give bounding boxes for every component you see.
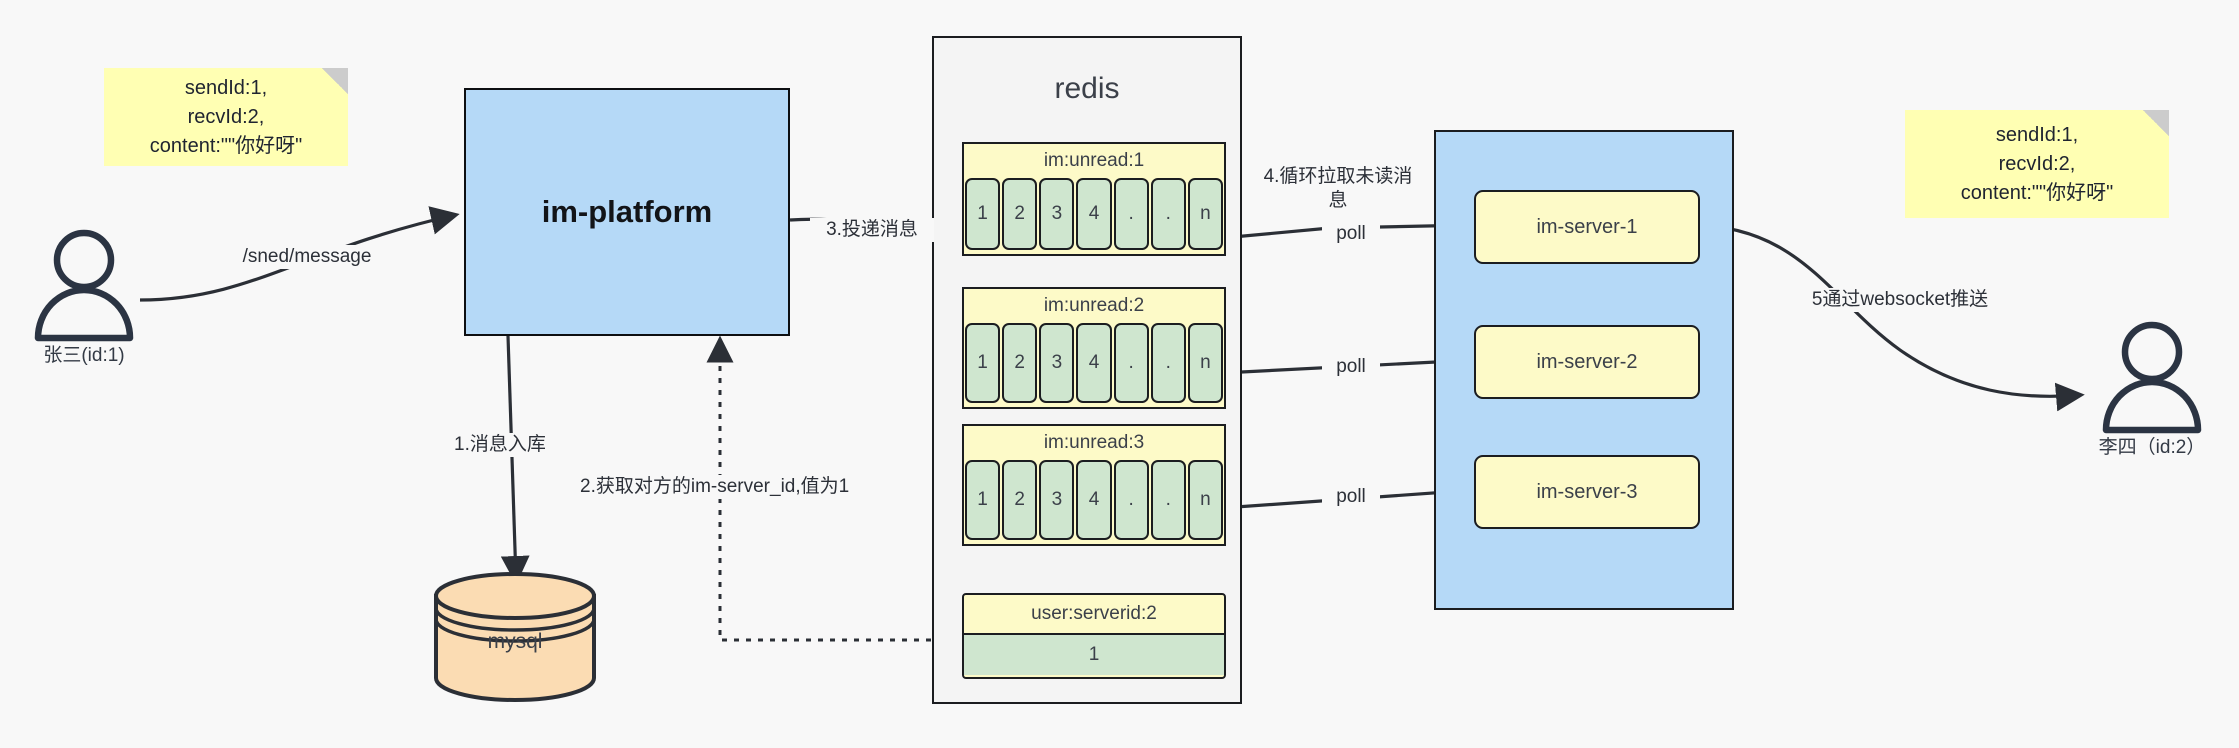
redis-queue-1-key: im:unread:1: [1043, 150, 1145, 171]
queue-cell: .: [1113, 323, 1149, 403]
im-platform-label: im-platform: [541, 194, 713, 229]
redis-title: redis: [1054, 72, 1120, 105]
edge-label-send-message: /sned/message: [230, 245, 384, 269]
queue-cell: .: [1113, 460, 1149, 540]
edge-label-store-message: 1.消息入库: [452, 433, 586, 457]
queue-cell: 4: [1076, 323, 1112, 403]
queue-cell: 3: [1039, 323, 1075, 403]
mysql-label: mysql: [487, 630, 543, 653]
sticky-note-receiver: sendId:1, recvId:2, content:""你好呀": [1905, 110, 2169, 218]
queue-cell: 1: [965, 323, 1001, 403]
im-server-1[interactable]: im-server-1: [1474, 190, 1700, 264]
sticky-note-sender: sendId:1, recvId:2, content:""你好呀": [104, 68, 348, 166]
note-fold-icon: [322, 68, 348, 94]
im-server-3-label: im-server-3: [1536, 480, 1638, 503]
im-server-1-label: im-server-1: [1536, 215, 1638, 238]
queue-cell: n: [1187, 460, 1223, 540]
queue-cell: 3: [1039, 178, 1075, 250]
actor-receiver: 李四（id:2）: [2090, 320, 2214, 480]
redis-queue-1-cells: 1 2 3 4 . . n: [964, 178, 1224, 250]
edge-label-get-serverid: 2.获取对方的im-server_id,值为1: [578, 475, 882, 499]
queue-cell: .: [1113, 178, 1149, 250]
actor-sender: 张三(id:1): [22, 228, 146, 388]
redis-queue-2-key: im:unread:2: [1043, 295, 1145, 316]
redis-queue-im-unread-1[interactable]: im:unread:1 1 2 3 4 . . n: [962, 142, 1226, 256]
user-icon: [2102, 321, 2202, 434]
edge-label-deliver-message: 3.投递消息: [810, 218, 934, 242]
queue-cell: .: [1150, 323, 1186, 403]
redis-queue-im-unread-3[interactable]: im:unread:3 1 2 3 4 . . n: [962, 424, 1226, 546]
im-server-3[interactable]: im-server-3: [1474, 455, 1700, 529]
redis-queue-3-key: im:unread:3: [1043, 432, 1145, 453]
edge-label-poll-loop: 4.循环拉取未读消息: [1256, 165, 1420, 213]
im-server-2-label: im-server-2: [1536, 350, 1638, 373]
user-icon: [34, 229, 134, 342]
redis-kv-key: user:serverid:2: [1031, 603, 1157, 624]
queue-cell: 2: [1002, 178, 1038, 250]
edge-label-websocket-push: 5通过websocket推送: [1788, 288, 2012, 312]
redis-kv-value: 1: [964, 633, 1224, 675]
actor-sender-label: 张三(id:1): [43, 345, 125, 366]
mysql-database[interactable]: mysql: [430, 572, 600, 702]
queue-cell: 1: [965, 178, 1001, 250]
actor-receiver-label: 李四（id:2）: [2098, 437, 2206, 458]
redis-kv-user-serverid[interactable]: user:serverid:2 1: [962, 593, 1226, 679]
queue-cell: 2: [1002, 460, 1038, 540]
queue-cell: n: [1187, 323, 1223, 403]
im-platform-box[interactable]: im-platform: [464, 88, 790, 336]
queue-cell: 4: [1076, 178, 1112, 250]
im-server-2[interactable]: im-server-2: [1474, 325, 1700, 399]
queue-cell: .: [1150, 178, 1186, 250]
queue-cell: 3: [1039, 460, 1075, 540]
queue-cell: 1: [965, 460, 1001, 540]
redis-queue-2-cells: 1 2 3 4 . . n: [964, 323, 1224, 403]
sticky-note-sender-text: sendId:1, recvId:2, content:""你好呀": [149, 76, 303, 157]
queue-cell: 2: [1002, 323, 1038, 403]
edge-label-poll-3: poll: [1322, 485, 1380, 509]
redis-queue-im-unread-2[interactable]: im:unread:2 1 2 3 4 . . n: [962, 287, 1226, 409]
queue-cell: 4: [1076, 460, 1112, 540]
sticky-note-receiver-text: sendId:1, recvId:2, content:""你好呀": [1960, 123, 2114, 204]
edge-label-poll-2: poll: [1322, 355, 1380, 379]
edge-label-poll-1: poll: [1322, 222, 1380, 246]
database-cylinder-icon: [434, 572, 596, 702]
redis-queue-3-cells: 1 2 3 4 . . n: [964, 460, 1224, 540]
note-fold-icon: [2143, 110, 2169, 136]
queue-cell: n: [1187, 178, 1223, 250]
queue-cell: .: [1150, 460, 1186, 540]
